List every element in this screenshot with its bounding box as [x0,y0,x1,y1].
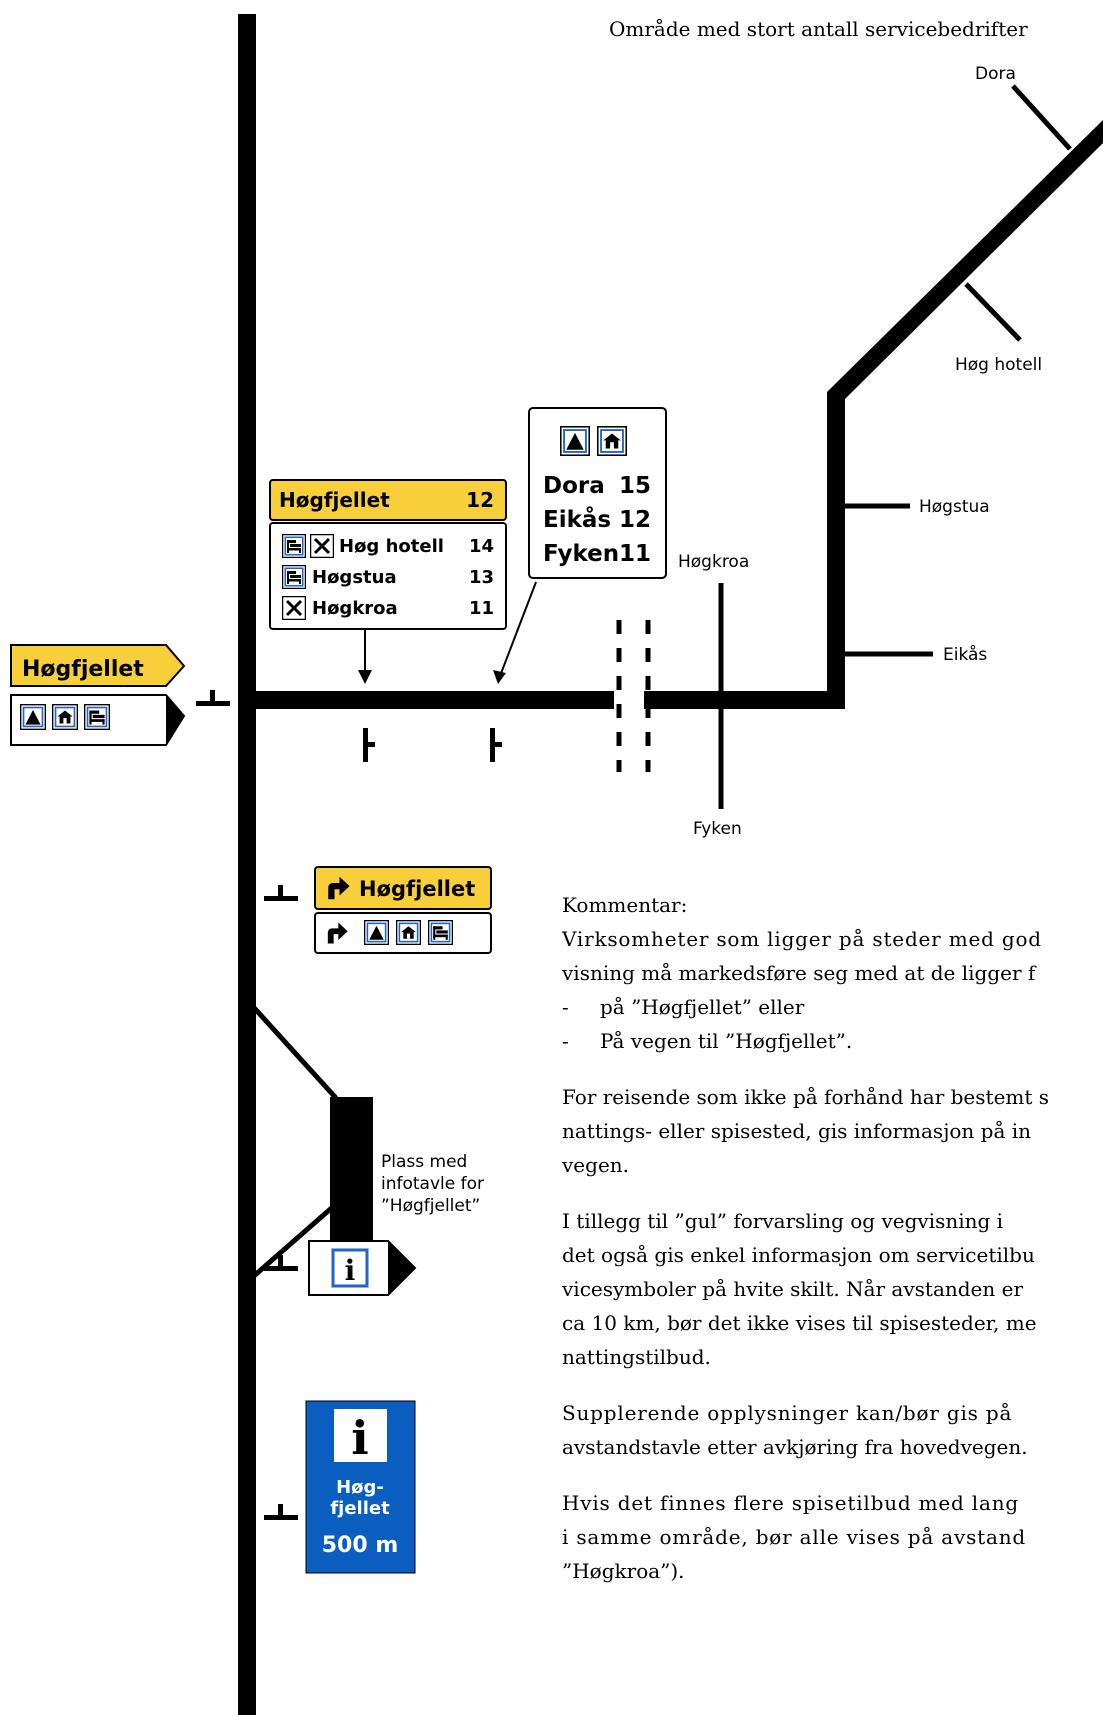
blue-sign-distance: 500 m [322,1533,399,1558]
label-dora: Dora [975,64,1016,84]
cabin-icon [597,426,627,456]
dist-row-3-name: Fyken [543,541,619,567]
post-marker-info [264,1255,298,1271]
blue-info-glyph: i [351,1411,368,1465]
label-plass-line1: Plass med [381,1152,467,1172]
tent-icon [560,426,590,456]
main-road [238,14,256,1715]
dist-row-1-distance: 15 [619,473,651,499]
sign-post-marker-1 [363,728,375,762]
blue-sign-line2: fjellet [330,1498,390,1519]
info-glyph: i [345,1254,356,1287]
yellow-sign-distance: 12 [466,488,494,512]
bullet-dash: - [562,1029,569,1053]
sign-turn: Høgfjellet [314,866,492,954]
tent-icon [20,704,46,730]
comment-p2-line2: nattings- eller spisested, gis informasj… [562,1119,1032,1143]
sign-yellow-distance: Høgfjellet 12 [269,479,507,521]
sign-white-list: Høg hotell 14 Høgstua 13 Høgkroa 11 [269,522,507,630]
road-break-marks [616,620,651,772]
comment-p4-line2: avstandstavle etter avkjøring fra hovedv… [562,1435,1028,1459]
sign-info: i [308,1240,417,1296]
bed-icon [282,565,306,589]
cabin-icon [52,704,78,730]
post-marker-left [196,690,230,706]
dist-row-2-distance: 12 [619,507,651,533]
list-row-3-distance: 11 [469,598,494,619]
comment-block: Kommentar: Virksomheter som ligger på st… [562,888,1103,1588]
list-row-1-name: Høg hotell [339,536,444,557]
post-marker-blue [264,1504,298,1520]
comment-heading: Kommentar: [562,893,688,917]
bullet-2-text: På vegen til ”Høgfjellet”. [600,1029,853,1053]
rest-area-block [330,1097,373,1263]
comment-p4-line1: Supplerende opplysninger kan/bør gis på [562,1401,1013,1425]
info-icon [334,1409,387,1462]
list-row-2-name: Høgstua [312,567,397,588]
cutlery-icon [310,534,334,558]
blue-sign-line1: Høg- [336,1477,384,1498]
comment-bullet-1: - på ”Høgfjellet” eller [562,990,1103,1024]
side-road-continued [644,691,843,709]
top-text: Område med stort antall servicebedrifter [609,17,1028,41]
comment-p5-line1: Hvis det finnes flere spisetilbud med la… [562,1491,1019,1515]
comment-p1-line1: Virksomheter som ligger på steder med go… [562,927,1042,951]
bullet-dash: - [562,995,569,1019]
comment-p3-line3: vicesymboler på hvite skilt. Når avstand… [562,1277,1024,1301]
comment-p2-line3: vegen. [562,1153,630,1177]
rest-area-entry [245,998,338,1140]
yellow-sign-destination: Høgfjellet [279,488,390,512]
list-row-3-name: Høgkroa [312,598,398,619]
label-hog-hotell: Høg hotell [955,355,1042,375]
sign-left-destination: Høgfjellet [22,657,144,682]
dist-row-2-name: Eikås [543,506,611,533]
comment-p2-line1: For reisende som ikke på forhånd har bes… [562,1085,1050,1109]
comment-p1-line2: visning må markedsføre seg med at de lig… [562,961,1036,985]
label-hogstua: Høgstua [919,497,990,517]
sign-blue: i Høg- fjellet 500 m [305,1400,416,1574]
dist-row-1-name: Dora [543,473,605,499]
list-row-2-distance: 13 [469,567,494,588]
bed-icon [84,704,110,730]
arrow-to-marker-2 [493,581,537,684]
sign-white-distance: Dora 15 Eikås 12 Fyken 11 [528,407,667,579]
sign-post-marker-2 [490,728,502,762]
comment-p3-line4: ca 10 km, bør det ikke vises til spisest… [562,1311,1037,1335]
comment-p3-line5: nattingstilbud. [562,1345,711,1369]
tent-icon [364,920,389,945]
comment-p5-line2: i samme område, bør alle vises på avstan… [562,1525,1027,1549]
vertical-road [827,392,845,709]
label-hogkroa: Høgkroa [678,552,749,572]
side-road [247,691,614,709]
list-row-1-distance: 14 [469,536,494,557]
comment-bullet-2: - På vegen til ”Høgfjellet”. [562,1024,1103,1058]
label-plass-line3: ”Høgfjellet” [381,1196,480,1216]
cabin-icon [396,920,421,945]
label-fyken: Fyken [693,819,742,839]
comment-p3-line2: det også gis enkel informasjon om servic… [562,1243,1035,1267]
comment-p5-line3: ”Høgkroa”). [562,1559,685,1583]
sign-left: Høgfjellet [10,644,186,746]
arrow-to-marker-1 [358,630,372,684]
comment-p3-line1: I tillegg til ”gul” forvarsling og vegvi… [562,1209,1004,1233]
branch-dora [1011,84,1072,151]
bed-icon [428,920,453,945]
label-eikas: Eikås [943,644,987,665]
bullet-1-text: på ”Høgfjellet” eller [600,995,805,1019]
diagonal-road [827,120,1103,399]
bed-icon [282,534,306,558]
info-icon [331,1248,369,1288]
cutlery-icon [282,596,306,620]
label-plass-line2: infotavle for [381,1174,484,1194]
branch-hog-hotell [964,282,1022,342]
turn-sign-destination: Høgfjellet [359,877,475,901]
post-marker-turn [264,885,298,901]
dist-row-3-distance: 11 [619,541,651,567]
